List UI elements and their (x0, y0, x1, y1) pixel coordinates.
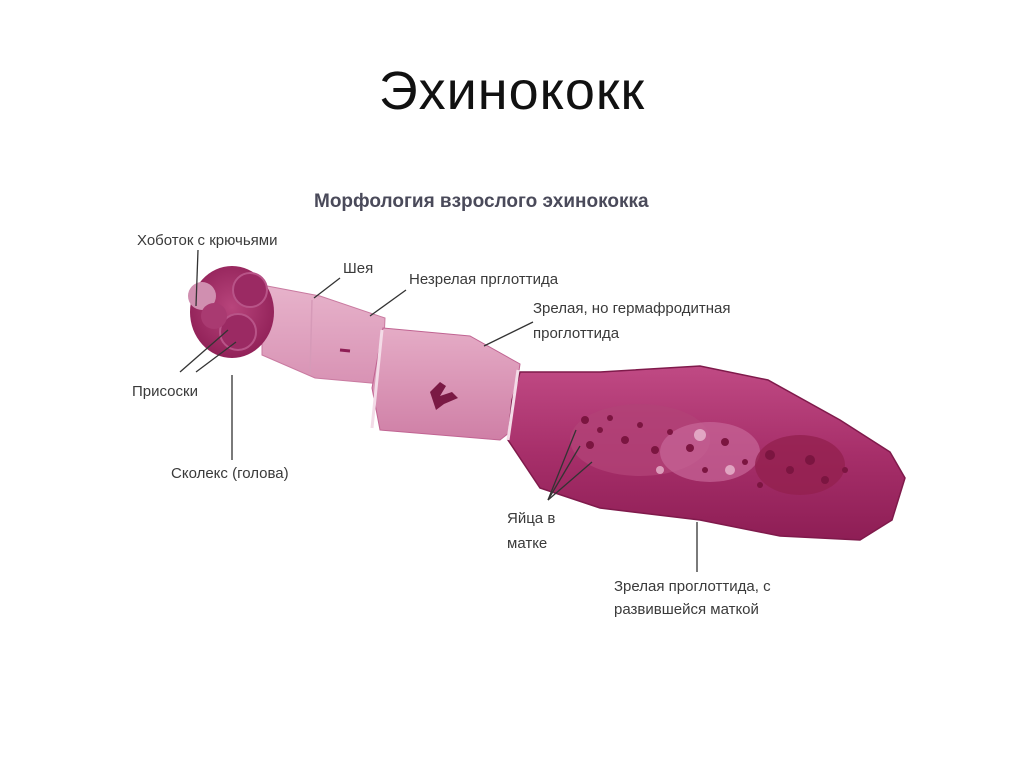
gravid-proglottid (506, 365, 906, 541)
label-proboscis: Хоботок с крючьями (137, 232, 278, 249)
leader-lines (179, 249, 698, 572)
label-mature-line1: Зрелая, но гермафродитная (533, 300, 731, 317)
label-immature-proglottid: Незрелая прглоттида (409, 271, 559, 288)
label-eggs-line1: Яйца в (507, 510, 556, 527)
label-scolex: Сколекс (голова) (171, 465, 289, 482)
mature-proglottid (370, 327, 521, 441)
figure-title: Морфология взрослого эхинококка (314, 191, 649, 212)
label-mature-line2: проглоттида (533, 325, 620, 342)
label-eggs-line2: матке (507, 535, 548, 552)
label-neck: Шея (343, 260, 374, 277)
scolex (188, 266, 274, 358)
neck-segment (261, 284, 386, 385)
label-gravid-line2: развившейся маткой (614, 601, 759, 618)
label-suckers: Присоски (132, 383, 198, 400)
label-gravid-line1: Зрелая проглоттида, с (614, 578, 771, 595)
slide-title: Эхинококк (378, 61, 646, 121)
